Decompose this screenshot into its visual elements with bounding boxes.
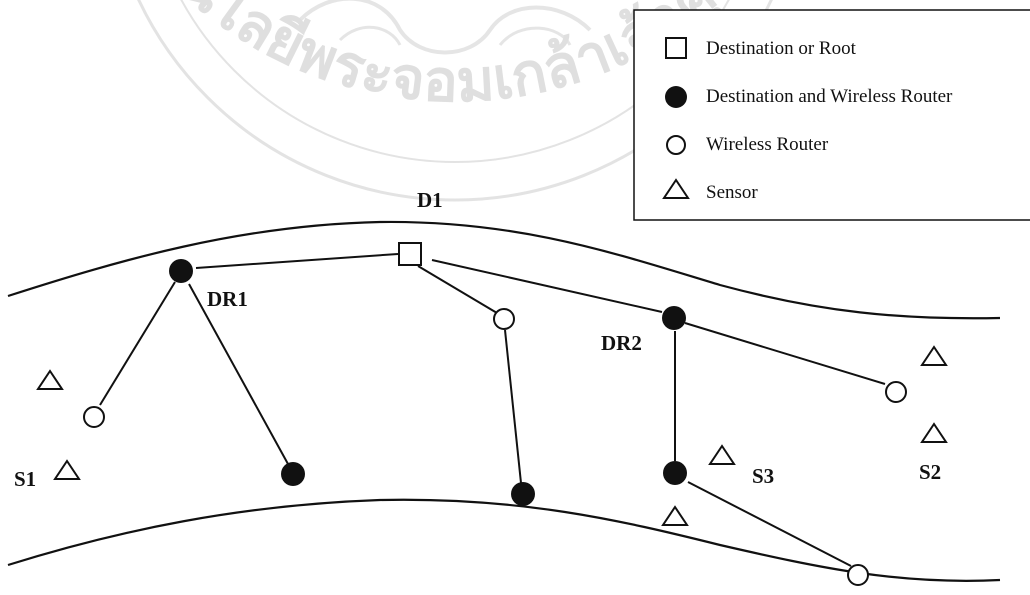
root-node-d1 — [398, 242, 422, 266]
legend: Destination or Root Destination and Wire… — [633, 9, 1030, 221]
label-d1: D1 — [417, 188, 443, 212]
label-s1: S1 — [14, 467, 36, 491]
dest-router-lower-left — [281, 462, 305, 486]
wireless-router-left — [83, 406, 105, 428]
link-dr1-d1 — [195, 253, 399, 269]
upper-boundary-curve — [7, 220, 1001, 320]
sensor-s2-upper — [920, 345, 948, 366]
link-d1-router-center — [417, 265, 498, 314]
legend-label-dest-router: Destination and Wireless Router — [706, 86, 953, 107]
legend-triangle-icon — [662, 178, 690, 199]
dest-router-near-s3 — [663, 461, 687, 485]
legend-filled-circle-icon — [665, 86, 687, 108]
sensor-upper-left — [36, 369, 64, 390]
sensor-s1 — [53, 459, 81, 480]
wireless-router-bottom — [847, 564, 869, 586]
link-dr1-node-left — [188, 283, 289, 465]
sensor-s2 — [920, 422, 948, 443]
link-d1-dr2 — [431, 259, 663, 313]
legend-label-wireless-router: Wireless Router — [706, 134, 829, 155]
label-s3: S3 — [752, 464, 774, 488]
link-router-center-node — [504, 329, 522, 484]
legend-label-sensor: Sensor — [706, 182, 758, 203]
dest-router-lower-center — [511, 482, 535, 506]
dest-router-dr2 — [662, 306, 686, 330]
dest-router-dr1 — [169, 259, 193, 283]
label-s2: S2 — [919, 460, 941, 484]
legend-open-circle-icon — [666, 135, 686, 155]
wireless-router-right — [885, 381, 907, 403]
legend-square-icon — [665, 37, 687, 59]
label-dr2: DR2 — [601, 331, 642, 355]
wireless-router-center — [493, 308, 515, 330]
link-dr1-router-left — [99, 281, 176, 406]
legend-label-root: Destination or Root — [706, 38, 857, 59]
sensor-below-s3 — [661, 505, 689, 526]
link-node-s3-router-bottom — [687, 481, 852, 567]
lower-boundary-curve — [7, 498, 1001, 582]
network-links — [99, 253, 886, 567]
label-dr1: DR1 — [207, 287, 248, 311]
sensor-s3 — [708, 444, 736, 465]
legend-box — [633, 9, 1030, 221]
link-dr2-router-right — [684, 322, 886, 385]
